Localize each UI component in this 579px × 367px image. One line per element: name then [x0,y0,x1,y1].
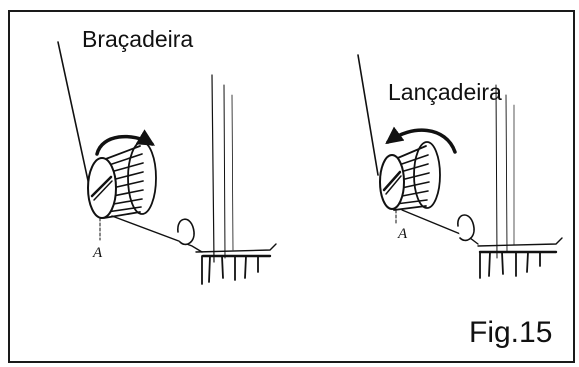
label-lancadeira: Lançadeira [388,79,502,105]
right-illustration [357,54,563,279]
left-illustration [57,41,277,285]
point-a-left: A [93,245,103,261]
figure-caption: Fig.15 [469,316,553,349]
rotation-arrow-icon [95,129,156,156]
rotation-arrow-icon-right [385,126,457,154]
label-bracadeira: Braçadeira [82,26,194,52]
point-a-right: A [398,226,408,242]
